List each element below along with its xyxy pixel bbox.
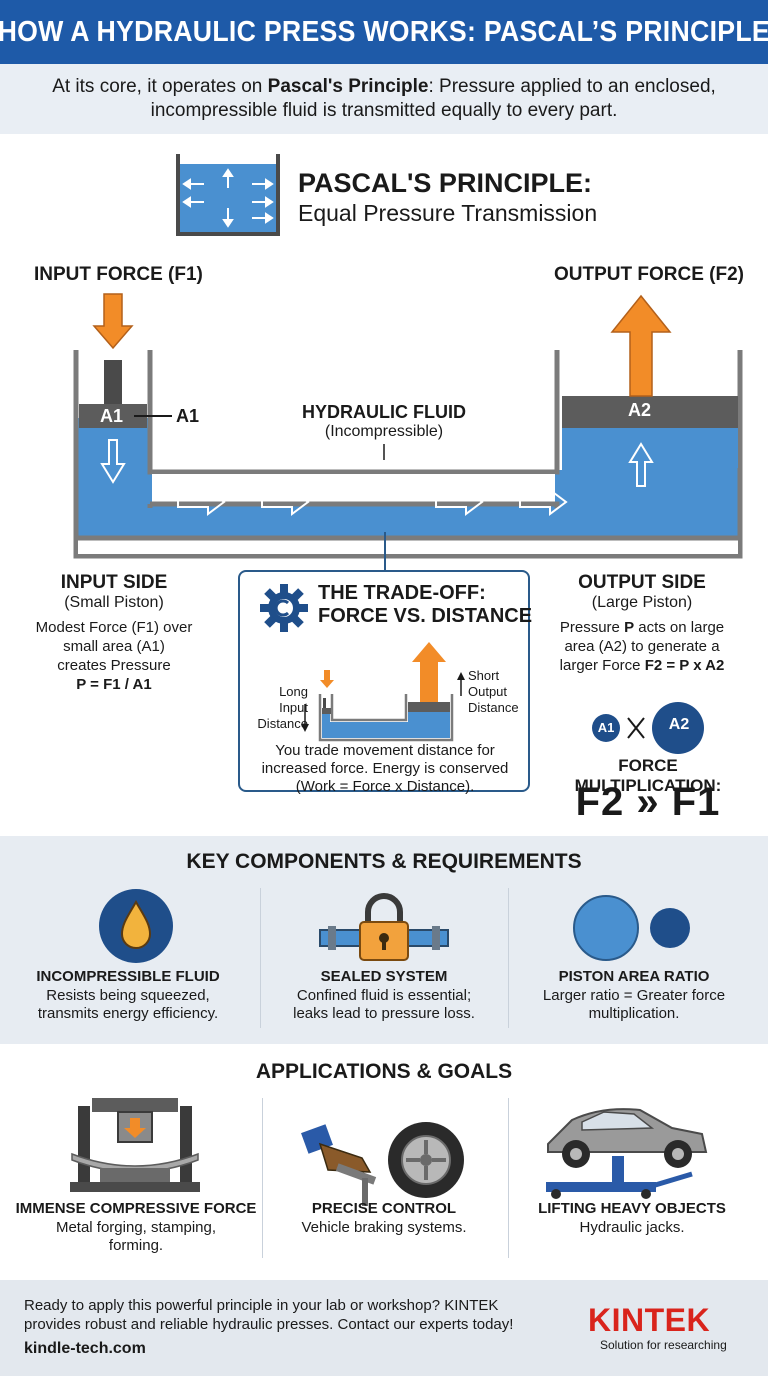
- component-ratio: PISTON AREA RATIO Larger ratio = Greater…: [506, 968, 762, 1023]
- car-jack-icon: [546, 1108, 708, 1199]
- force-multiplication-label: FORCE MULTIPLICATION:: [574, 756, 722, 795]
- tradeoff-mini-diagram: [318, 642, 454, 742]
- pascal-beaker-icon: [176, 154, 280, 236]
- intro-text: At its core, it operates on Pascal's Pri…: [52, 75, 716, 123]
- principle-title: PASCAL'S PRINCIPLE:: [298, 168, 592, 198]
- tradeoff-title: THE TRADE-OFF: FORCE VS. DISTANCE: [318, 582, 532, 628]
- page-header: HOW A HYDRAULIC PRESS WORKS: PASCAL’S PR…: [0, 0, 768, 64]
- application-compressive-title: IMMENSE COMPRESSIVE FORCE: [15, 1200, 257, 1217]
- component-ratio-title: PISTON AREA RATIO: [558, 968, 710, 985]
- application-control: PRECISE CONTROL Vehicle braking systems.: [256, 1200, 512, 1237]
- divider: [262, 1098, 263, 1258]
- page-title: HOW A HYDRAULIC PRESS WORKS: PASCAL’S PR…: [0, 15, 768, 48]
- tradeoff-box: THE TRADE-OFF: FORCE VS. DISTANCE Long I…: [238, 570, 532, 795]
- down-arrow-icon: [301, 704, 309, 732]
- area-ratio-circles: [592, 702, 704, 754]
- padlock-pipe-icon: [319, 893, 449, 961]
- intro-line1-post: : Pressure applied to an enclosed,: [428, 76, 716, 97]
- kintek-tagline: Solution for researching: [600, 1338, 727, 1352]
- fluid-sub: (Incompressible): [324, 423, 444, 440]
- intro-line1-pre: At its core, it operates on: [52, 76, 268, 97]
- tradeoff-desc: You trade movement distance for increase…: [261, 742, 509, 795]
- input-side-desc2: small area (A1): [63, 638, 165, 655]
- output-side-desc2: area (A2) to generate a: [564, 638, 720, 655]
- footer: Ready to apply this powerful principle i…: [0, 1280, 768, 1376]
- component-sealed-title: SEALED SYSTEM: [320, 968, 448, 985]
- principle-subtitle: Equal Pressure Transmission: [298, 200, 598, 226]
- output-force-label: OUTPUT FORCE (F2): [554, 264, 744, 285]
- long-input-label: Long Input Distance: [257, 684, 308, 731]
- tradeoff-title1: THE TRADE-OFF:: [318, 582, 486, 604]
- applications-title: APPLICATIONS & GOALS: [255, 1060, 513, 1083]
- intro-section: At its core, it operates on Pascal's Pri…: [0, 64, 768, 134]
- footer-text: Ready to apply this powerful principle i…: [24, 1297, 514, 1333]
- input-force-label: INPUT FORCE (F1): [34, 264, 203, 285]
- fluid-drop-icon: [99, 889, 173, 963]
- press-machine-icon: [70, 1098, 200, 1192]
- fluid-label: HYDRAULIC FLUID (Incompressible): [284, 402, 484, 441]
- input-side-sub: (Small Piston): [64, 594, 164, 611]
- component-sealed: SEALED SYSTEM Confined fluid is essentia…: [256, 968, 512, 1023]
- application-control-title: PRECISE CONTROL: [311, 1200, 457, 1217]
- a1-pointer-label: A1: [176, 406, 200, 426]
- output-side-desc3: larger Force F2 = P x A2: [559, 657, 725, 674]
- output-side-block: OUTPUT SIDE (Large Piston) Pressure P ac…: [540, 572, 744, 675]
- small-piston-rod: [104, 360, 122, 404]
- a1-piston-label: A1: [100, 406, 124, 426]
- circle-a2-label: A2: [668, 716, 690, 733]
- up-arrow-icon: [457, 672, 465, 696]
- output-force-arrow: [610, 294, 672, 397]
- input-side-desc3: creates Pressure: [57, 657, 171, 674]
- hydraulic-press-svg: [73, 293, 743, 572]
- component-fluid: INCOMPRESSIBLE FLUID Resists being squee…: [0, 968, 256, 1023]
- divider: [508, 1098, 509, 1258]
- key-components-title: KEY COMPONENTS & REQUIREMENTS: [186, 850, 582, 873]
- large-piston-head: [562, 396, 738, 428]
- output-side-title: OUTPUT SIDE: [578, 572, 706, 593]
- key-components-section: KEY COMPONENTS & REQUIREMENTS INCOMPRESS…: [0, 836, 768, 1044]
- brake-pedal-tire-icon: [301, 1122, 464, 1206]
- footer-url-link[interactable]: kindle-tech.com: [24, 1340, 146, 1357]
- kintek-logo: KINTEK: [588, 1302, 711, 1338]
- application-lifting: LIFTING HEAVY OBJECTS Hydraulic jacks.: [504, 1200, 760, 1237]
- application-compressive: IMMENSE COMPRESSIVE FORCE Metal forging,…: [8, 1200, 264, 1255]
- input-force-arrow: [92, 293, 134, 350]
- container-inner-wall: [147, 350, 560, 475]
- circle-a1-label: A1: [597, 720, 615, 735]
- component-fluid-title: INCOMPRESSIBLE FLUID: [36, 968, 220, 985]
- hydraulic-diagram: PASCAL'S PRINCIPLE: Equal Pressure Trans…: [0, 134, 768, 834]
- gear-icon: [260, 584, 308, 632]
- input-side-title: INPUT SIDE: [60, 572, 168, 593]
- applications-section: APPLICATIONS & GOALS IMMENSE COMPR: [0, 1044, 768, 1280]
- input-side-formula: P = F1 / A1: [76, 676, 152, 693]
- divider: [508, 888, 509, 1028]
- divider: [260, 888, 261, 1028]
- piston-area-circles-icon: [573, 895, 690, 961]
- output-side-sub: (Large Piston): [591, 594, 693, 611]
- fluid-title: HYDRAULIC FLUID: [302, 402, 466, 422]
- intro-line1-bold: Pascal's Principle: [267, 76, 429, 97]
- input-side-desc1: Modest Force (F1) over: [35, 619, 193, 636]
- output-side-desc1: Pressure P acts on large: [559, 619, 725, 636]
- short-output-label: Short Output Distance: [468, 668, 519, 715]
- intro-line2: incompressible fluid is transmitted equa…: [150, 100, 618, 121]
- input-side-block: INPUT SIDE (Small Piston) Modest Force (…: [14, 572, 214, 694]
- force-multiplication-equation: F2 » F1: [575, 780, 721, 824]
- application-lifting-title: LIFTING HEAVY OBJECTS: [538, 1200, 726, 1217]
- flow-arrows: [177, 488, 568, 516]
- tradeoff-title2: FORCE VS. DISTANCE: [318, 605, 533, 627]
- a2-piston-label: A2: [628, 400, 652, 420]
